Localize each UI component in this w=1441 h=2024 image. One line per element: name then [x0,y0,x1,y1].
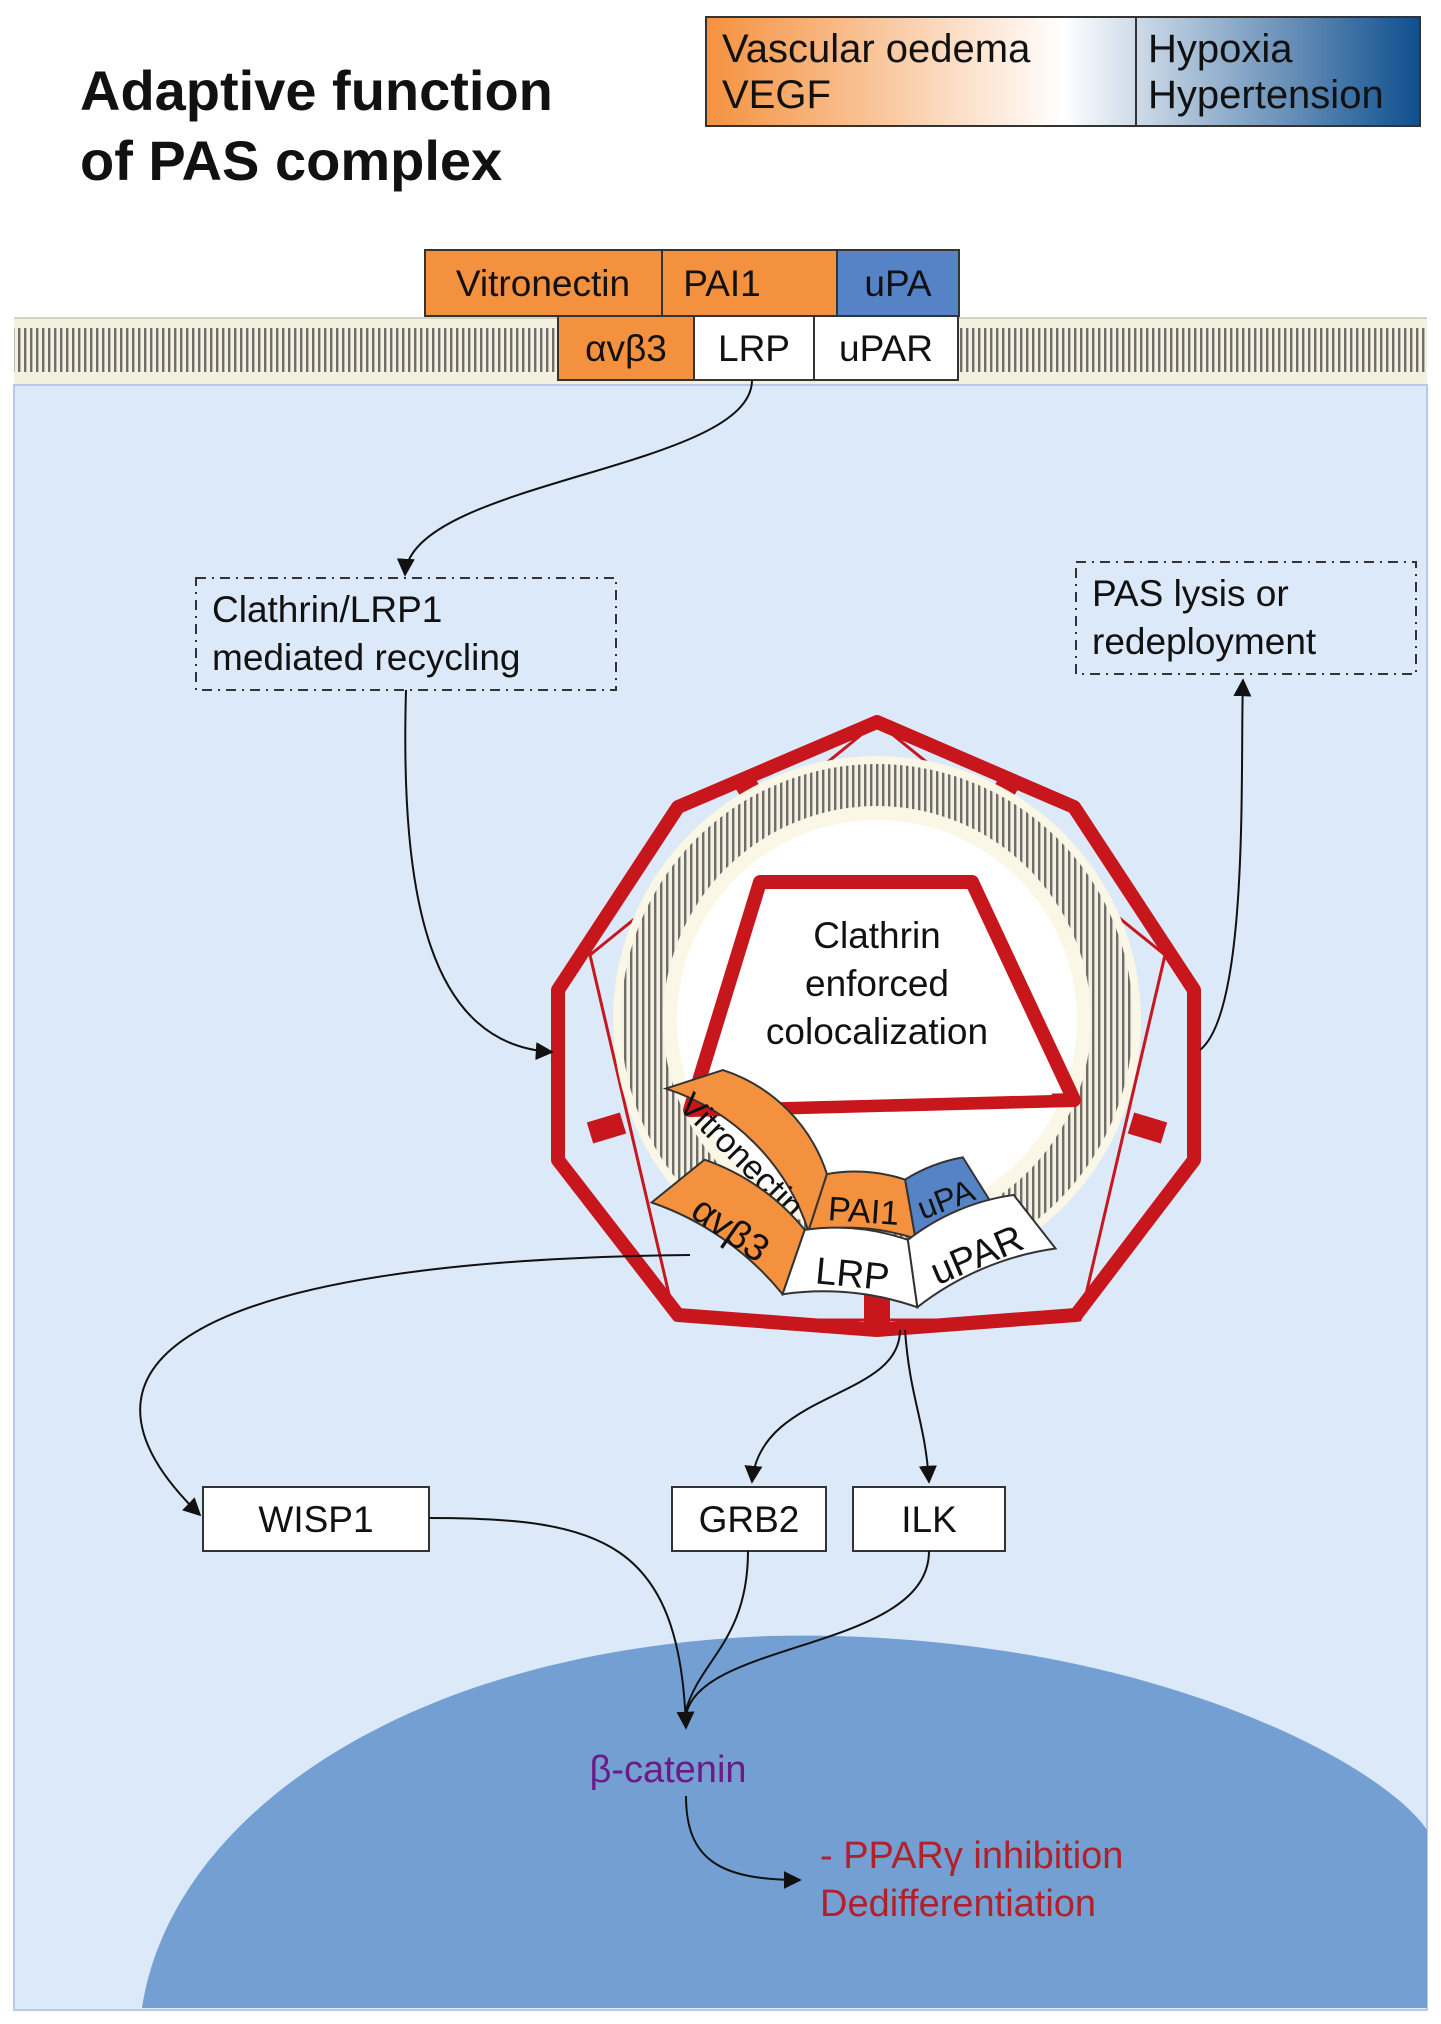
PAI1-box [661,249,838,317]
outcome-line-1: - PPARγ inhibition [820,1835,1123,1877]
vesicle-LRP-segment [781,1226,919,1309]
legend-left-line-2: VEGF [722,73,831,117]
ILK-box [852,1486,1006,1552]
legend-left-line-1: Vascular oedema [722,27,1031,71]
arrow-avb3-to-WISP1 [139,1254,691,1517]
membrane-bottom-avb3: αvβ3 [585,328,667,369]
LRP-box [693,315,815,381]
cage-spoke [586,1112,627,1144]
membrane-top-PAI1: PAI1 [683,263,760,304]
lysis-line-1: PAS lysis or [1092,573,1289,614]
membrane-bottom-LRP: LRP [718,328,790,369]
vesicle-PAI1-label: PAI1 [827,1190,901,1233]
nucleus [142,1635,1427,2008]
arrow-LRP-to-ILK [904,1329,937,1484]
avb3-box [557,315,695,381]
arrow-GRB2-to-beta-catenin [685,1550,749,1711]
recycling-box [195,577,617,691]
vesicle-center-line-2: enforced [805,963,949,1004]
vesicle-PAI1-segment [806,1170,917,1241]
vesicle-vitronectin-segment [662,1069,828,1235]
arrow-LRP-to-GRB2 [744,1329,901,1484]
cage-spoke [1127,1112,1168,1144]
target-ILK: ILK [901,1499,957,1540]
surface-complex: Vitronectin PAI1 uPA αvβ3 LRP uPAR [424,249,960,381]
beta-catenin-label: β-catenin [589,1749,746,1791]
membrane-top-uPA: uPA [864,263,932,304]
target-WISP1: WISP1 [258,1499,373,1540]
GRB2-box [671,1486,827,1552]
clathrin-vesicle: Clathrin enforced colocalization Vitrone… [551,715,1201,1337]
outcome-line-2: Dedifferentiation [820,1883,1096,1925]
vesicle-uPAR-segment [906,1193,1058,1310]
arrow-beta-catenin-to-outcome [685,1795,802,1889]
cage-vertex-top [871,716,883,728]
vesicle-LRP-label: LRP [814,1250,892,1299]
membrane-bottom-uPAR: uPAR [839,328,933,369]
target-GRB2: GRB2 [699,1499,800,1540]
arrow-LRP-to-recycling [396,379,753,577]
legend: Vascular oedema VEGF Hypoxia Hypertensio… [705,16,1421,127]
vesicle-center-line-1: Clathrin [813,915,941,956]
recycling-line-1: Clathrin/LRP1 [212,589,442,630]
arrows [139,379,1252,1889]
clathrin-inner-frame [683,875,1081,1117]
arrow-ILK-to-beta-catenin [685,1550,930,1716]
clathrin-inner-fill [708,900,1052,1104]
legend-right-line-2: Hypertension [1148,73,1384,117]
recycling-line-2: mediated recycling [212,637,520,678]
WISP1-box [202,1486,430,1552]
membrane-top-vitronectin: Vitronectin [456,263,630,304]
vesicle-center-line-3: colocalization [766,1011,988,1052]
vitronectin-box [424,249,664,317]
lysis-box [1075,561,1417,675]
legend-gradient-bar [705,16,1421,127]
title-line-1: Adaptive function [80,59,553,122]
lysis-line-2: redeployment [1092,621,1317,662]
legend-right-line-1: Hypoxia [1148,27,1293,71]
uPAR-box [813,315,959,381]
arrow-vesicle-to-lysis [1199,678,1252,1051]
uPA-box [836,249,960,317]
title-line-2: of PAS complex [80,129,502,192]
arrow-WISP1-to-beta-catenin [428,1517,695,1730]
arrow-recycling-to-vesicle [404,689,554,1061]
vesicle-avb3-segment [649,1158,806,1297]
